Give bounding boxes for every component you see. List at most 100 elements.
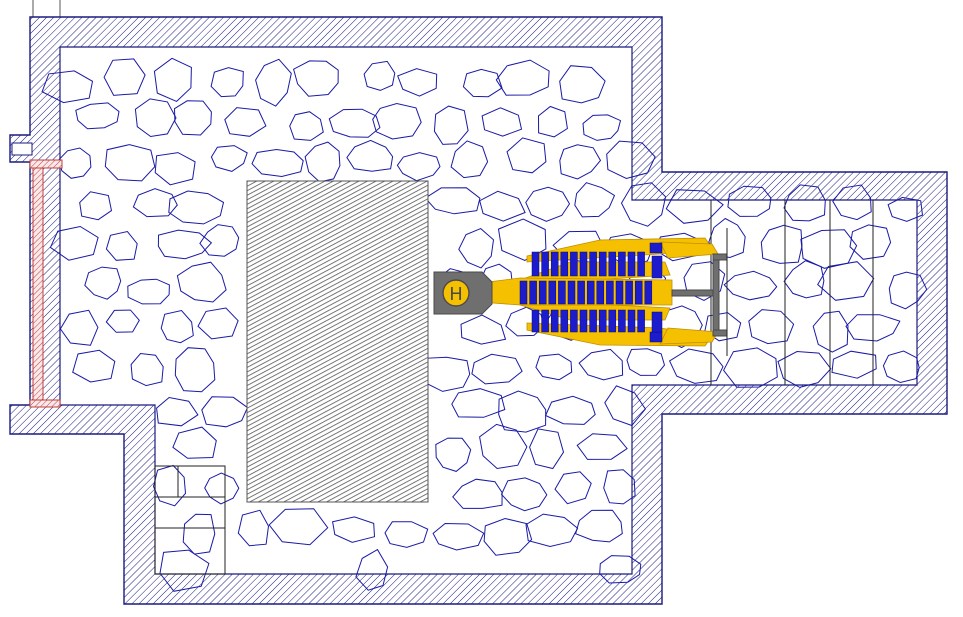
blue-cell <box>649 242 663 254</box>
paving-stone <box>199 224 240 257</box>
paving-stone <box>665 189 724 224</box>
paving-stone <box>224 107 267 137</box>
blue-cell <box>618 251 626 277</box>
paving-stone <box>103 58 146 96</box>
paving-stone <box>606 140 656 180</box>
paving-stone <box>668 348 724 384</box>
blue-cell <box>651 255 663 279</box>
paving-stone <box>72 349 116 383</box>
left-door-beam <box>11 142 63 408</box>
blue-cell <box>570 309 578 333</box>
paving-stone <box>777 350 832 388</box>
paving-stone <box>355 548 389 591</box>
paving-stone <box>544 395 596 425</box>
blue-cell <box>570 251 578 277</box>
paving-stone <box>812 310 849 353</box>
hatched-block <box>246 180 429 503</box>
paving-stone <box>576 433 628 460</box>
paving-stone <box>152 464 187 507</box>
paving-stone <box>760 224 803 264</box>
inner-floor <box>59 46 918 575</box>
paving-stone <box>535 353 573 381</box>
paving-stone <box>293 60 339 97</box>
blue-cell <box>598 309 607 333</box>
blue-cell <box>615 280 624 305</box>
paving-stone <box>210 67 244 98</box>
paving-stone <box>173 100 212 136</box>
blue-cell <box>550 309 559 333</box>
blue-cell <box>531 251 540 277</box>
paving-stone <box>132 188 178 218</box>
blue-cell <box>634 280 643 305</box>
paving-stone <box>397 68 438 97</box>
paving-stone <box>49 225 99 261</box>
paving-stone <box>105 230 138 261</box>
paving-stone <box>471 353 523 385</box>
paving-stone <box>497 218 547 261</box>
blue-cell <box>586 280 595 305</box>
paving-stone <box>59 309 99 346</box>
paving-stone <box>384 521 429 548</box>
blue-cell <box>579 251 588 277</box>
paving-stone <box>432 522 485 551</box>
machine: H <box>433 228 728 356</box>
paving-stone <box>559 65 606 104</box>
paving-stone <box>452 478 503 509</box>
paving-stone <box>435 437 472 472</box>
blue-cell <box>531 309 540 333</box>
paving-stone <box>268 508 329 546</box>
paving-stone <box>525 186 571 222</box>
paving-stone <box>332 516 376 543</box>
blue-cell <box>560 309 569 333</box>
paving-stone <box>495 59 550 96</box>
blue-cell <box>579 309 588 333</box>
paving-stone <box>578 348 624 381</box>
bracket-cap-top <box>712 253 728 261</box>
paving-stone <box>683 261 726 301</box>
paving-stone <box>704 312 742 342</box>
blue-cell <box>627 309 636 333</box>
blue-cell <box>589 309 597 333</box>
paving-stone <box>168 190 225 225</box>
paving-stone <box>832 184 872 221</box>
paving-stone <box>849 224 892 260</box>
blue-cell <box>560 251 569 277</box>
paving-stone <box>182 513 216 555</box>
machine-hub-icon <box>442 279 470 307</box>
blue-cell <box>625 280 633 305</box>
blue-cell <box>598 251 607 277</box>
paving-stone <box>525 513 579 548</box>
paving-stone <box>304 141 341 183</box>
paving-stone <box>41 70 94 104</box>
blue-cell <box>538 280 547 305</box>
paving-stone <box>363 60 396 91</box>
paving-stone <box>176 261 227 303</box>
paving-stone <box>554 471 592 505</box>
paving-stone <box>604 385 647 427</box>
paving-stone <box>882 350 920 384</box>
paving-stone <box>204 472 240 505</box>
paving-stone <box>450 140 489 179</box>
blue-cell <box>596 280 605 305</box>
paving-stone <box>174 347 216 393</box>
blue-cell <box>618 309 626 333</box>
paving-stone <box>157 229 213 260</box>
blade-tip-bottom <box>659 327 719 345</box>
blue-cell <box>548 280 557 305</box>
paving-stone <box>396 152 441 182</box>
paving-stone <box>506 137 547 174</box>
blue-cell <box>637 309 645 333</box>
paving-stone <box>574 509 623 543</box>
blue-cell <box>649 331 663 343</box>
blue-cell <box>577 280 585 305</box>
paving-stone <box>723 270 778 301</box>
blue-cell <box>651 311 663 333</box>
blue-cell <box>644 280 653 305</box>
blue-cell-array <box>519 242 663 343</box>
paving-stone <box>479 190 526 222</box>
blue-cell <box>637 251 645 277</box>
paving-stone <box>289 111 324 141</box>
paving-stone <box>105 309 140 333</box>
paving-stone <box>127 278 170 305</box>
